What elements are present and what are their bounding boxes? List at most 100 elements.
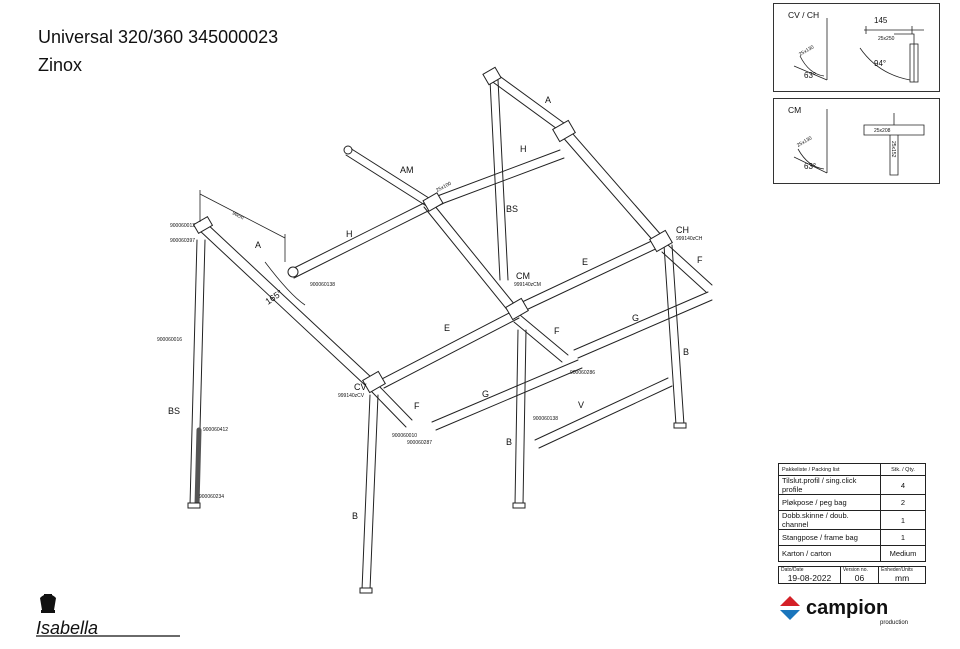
label-ch: CH: [676, 225, 689, 235]
detail-cv-ch: CV / CH 145 63° 94° 25x130 25x250: [773, 3, 940, 92]
meta-version-value: 06: [854, 573, 865, 583]
packing-qty: 1: [880, 529, 926, 546]
detail-angle: 63°: [804, 162, 816, 171]
label-h: H: [520, 144, 527, 154]
part-number: 900060397: [170, 238, 195, 244]
part-number: 25x100: [435, 181, 452, 194]
campion-logo-red-triangle: [780, 596, 800, 606]
tube-f-mid: [513, 314, 569, 363]
tube-b-front: [361, 394, 379, 591]
detail-title: CM: [788, 105, 802, 115]
tube-bs-back: [489, 79, 509, 281]
packing-list-header: Pakkeliste / Packing list Stk. / Qty.: [778, 463, 926, 476]
label-h: H: [346, 229, 353, 239]
tube-f-front: [371, 384, 413, 428]
drawing-subtitle: Zinox: [38, 55, 83, 75]
meta-units-value: mm: [895, 573, 910, 583]
detail-cm: CM 63° 25x130 25x208 25x152: [773, 98, 940, 184]
table-row: Tilslut.profil / sing.click profile 4: [778, 475, 926, 495]
tube-b-right: [663, 244, 685, 426]
label-cm: CM: [516, 271, 530, 281]
part-number: 900060412: [203, 427, 228, 433]
part-labels: A A AM H H BS BS CH CM CV E E F F F G G …: [168, 95, 703, 521]
tube-h-back: [439, 149, 565, 204]
detail-angle: 94°: [874, 59, 886, 68]
detail-tube-size: 25x250: [878, 36, 895, 42]
detail-tube-size: 25x152: [890, 141, 896, 158]
label-e: E: [582, 257, 588, 267]
tube-outlines: [189, 71, 713, 591]
angle-165: 165°: [263, 288, 284, 307]
detail-cv-ch-drawing: 145 63° 94° 25x130 25x250: [793, 16, 924, 83]
dimension-96cm-label: 96cm: [231, 210, 245, 221]
tube-g-right: [573, 291, 713, 359]
table-row: Dato/Date 19-08-2022 Version no. 06 Enhe…: [778, 566, 926, 584]
packing-qty: 4: [880, 475, 926, 495]
packing-header-qty: Stk. / Qty.: [880, 463, 926, 476]
table-row: Stangpose / frame bag 1: [778, 529, 926, 546]
part-number: 999140zCM: [514, 282, 541, 288]
table-row: Karton / carton Medium: [778, 545, 926, 562]
packing-item: Tilslut.profil / sing.click profile: [778, 475, 881, 495]
label-e: E: [444, 323, 450, 333]
isabella-logo: Isabella: [36, 594, 180, 638]
meta-units-cell: Enheder/Units mm: [878, 566, 926, 584]
part-number: 900060286: [570, 370, 595, 376]
label-a: A: [545, 95, 551, 105]
packing-qty: 2: [880, 494, 926, 511]
tube-b-center: [514, 329, 527, 506]
label-v: V: [578, 400, 584, 410]
detail-title: CV / CH: [788, 10, 820, 20]
meta-version-label: Version no.: [842, 567, 868, 573]
packing-qty: 1: [880, 510, 926, 530]
part-number: 900060287: [407, 440, 432, 446]
label-g: G: [632, 313, 639, 323]
table-row: Dobb.skinne / doub. channel 1: [778, 510, 926, 530]
detail-tube-size: 25x130: [796, 135, 813, 149]
detail-angle: 63°: [804, 71, 816, 80]
label-f: F: [554, 326, 560, 336]
dimension-96cm: [199, 190, 306, 306]
detail-tube-size: 25x130: [798, 44, 815, 58]
meta-units-label: Enheder/Units: [881, 567, 913, 573]
packing-item: Pløkpose / peg bag: [778, 494, 881, 511]
campion-wordmark: campion: [806, 597, 888, 619]
part-number: 900060138: [310, 282, 335, 288]
part-number: 900060012: [170, 223, 195, 229]
part-number: 900060010: [392, 433, 417, 439]
label-a: A: [255, 240, 261, 250]
packing-item: Karton / carton: [778, 545, 881, 562]
tube-rafter-mid: [423, 199, 516, 313]
crown-icon: [40, 594, 56, 613]
tube-a-back: [489, 71, 569, 135]
part-number: 999140zCV: [338, 393, 365, 399]
detail-dimension: 145: [874, 16, 888, 25]
joints: [192, 66, 673, 394]
meta-date-label: Dato/Date: [781, 567, 804, 573]
label-bs: BS: [168, 406, 180, 416]
tube-f-right: [661, 244, 713, 293]
part-number-labels: 900060012 900060397 900060138 900060016 …: [157, 181, 703, 500]
tube-v: [534, 377, 673, 449]
label-f: F: [414, 401, 420, 411]
campion-subtitle: production: [880, 620, 908, 626]
packing-list-table: Pakkeliste / Packing list Stk. / Qty. Ti…: [778, 463, 926, 562]
tube-a-front: [198, 221, 373, 387]
tube-g-front: [431, 359, 583, 431]
packing-qty: Medium: [880, 545, 926, 562]
meta-version-cell: Version no. 06: [839, 566, 880, 584]
tube-e-back: [519, 236, 665, 312]
label-cv: CV: [354, 382, 367, 392]
label-am: AM: [400, 165, 414, 175]
feet: [187, 422, 687, 594]
tube-bs-left: [189, 239, 206, 508]
label-b: B: [506, 437, 512, 447]
meta-date-cell: Dato/Date 19-08-2022: [778, 566, 841, 584]
detail-tube-size: 25x208: [874, 128, 891, 134]
isabella-wordmark: Isabella: [36, 618, 98, 638]
detail-cm-drawing: 63° 25x130 25x208 25x152: [793, 109, 925, 176]
part-number: 900060234: [199, 494, 224, 500]
tube-am: [345, 147, 433, 208]
label-b: B: [352, 511, 358, 521]
